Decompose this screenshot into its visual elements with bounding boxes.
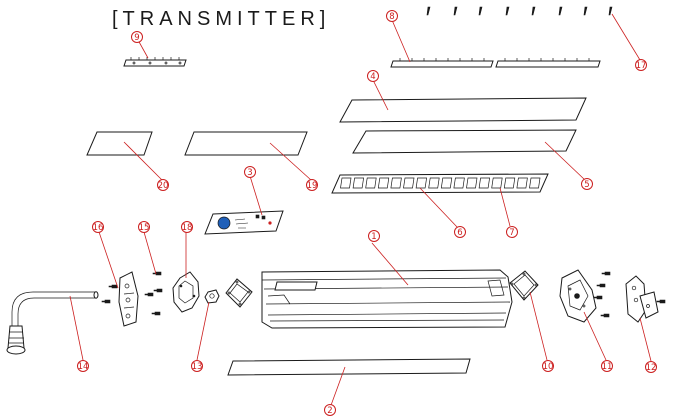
part-8-bracket-strips xyxy=(390,58,601,68)
callout-label: 17 xyxy=(636,61,647,71)
part-11-end-cap xyxy=(559,269,597,323)
part-4-panel xyxy=(339,97,587,123)
part-17-screw-row xyxy=(426,6,613,16)
callout-label: 19 xyxy=(307,181,318,191)
callout-5: 5 xyxy=(581,178,593,190)
part-15-screws xyxy=(101,271,163,316)
callout-20: 20 xyxy=(157,179,169,191)
callout-10: 10 xyxy=(542,360,554,372)
part-1-main-housing xyxy=(261,269,513,329)
callout-label: 3 xyxy=(247,168,252,178)
left-gasket xyxy=(225,278,253,308)
callout-15: 15 xyxy=(138,221,150,233)
callout-label: 11 xyxy=(602,362,613,372)
callout-label: 16 xyxy=(93,223,104,233)
callout-8: 8 xyxy=(386,10,398,22)
callout-18: 18 xyxy=(181,221,193,233)
callout-16: 16 xyxy=(92,221,104,233)
callout-13: 13 xyxy=(191,360,203,372)
callout-label: 20 xyxy=(158,181,169,191)
callout-label: 9 xyxy=(134,33,139,43)
part-14-cable-connector xyxy=(6,291,99,355)
callout-label: 6 xyxy=(457,228,462,238)
callout-4: 4 xyxy=(367,70,379,82)
callout-label: 5 xyxy=(584,180,589,190)
part-5-panel xyxy=(352,129,577,154)
callout-7: 7 xyxy=(506,226,518,238)
callout-6: 6 xyxy=(454,226,466,238)
callout-label: 8 xyxy=(389,12,394,22)
callout-19: 19 xyxy=(306,179,318,191)
callout-3: 3 xyxy=(244,166,256,178)
right-screws xyxy=(593,271,666,318)
callout-14: 14 xyxy=(77,360,89,372)
callout-label: 7 xyxy=(509,228,514,238)
callout-12: 12 xyxy=(645,361,657,373)
callout-label: 13 xyxy=(192,362,203,372)
callout-1: 1 xyxy=(368,230,380,242)
right-gasket xyxy=(509,270,539,301)
callout-label: 14 xyxy=(78,362,89,372)
callout-2: 2 xyxy=(324,404,336,416)
part-18-end-cap xyxy=(172,271,200,313)
part-9-bracket-strip xyxy=(123,57,187,67)
callout-label: 4 xyxy=(370,72,375,82)
part-12-mounting-bracket xyxy=(625,275,659,323)
callout-17: 17 xyxy=(635,59,647,71)
part-19-panel xyxy=(184,131,308,156)
callout-11: 11 xyxy=(601,360,613,372)
callout-label: 15 xyxy=(139,223,150,233)
part-6-7-led-strip xyxy=(331,173,549,194)
callout-label: 18 xyxy=(182,223,193,233)
callout-label: 1 xyxy=(371,232,376,242)
callout-label: 2 xyxy=(327,406,332,416)
callout-9: 9 xyxy=(131,31,143,43)
part-2-bottom-panel xyxy=(227,358,471,376)
label-logo-icon xyxy=(217,216,231,230)
part-20-panel xyxy=(86,131,153,156)
part-16-mounting-bracket xyxy=(118,271,139,327)
callout-label: 10 xyxy=(543,362,554,372)
diagram-title: [TRANSMITTER] xyxy=(112,8,330,30)
part-3-label-plate xyxy=(204,210,284,235)
part-13-cable-gland xyxy=(204,289,220,304)
leader-lines xyxy=(69,13,652,409)
callout-label: 12 xyxy=(646,363,657,373)
